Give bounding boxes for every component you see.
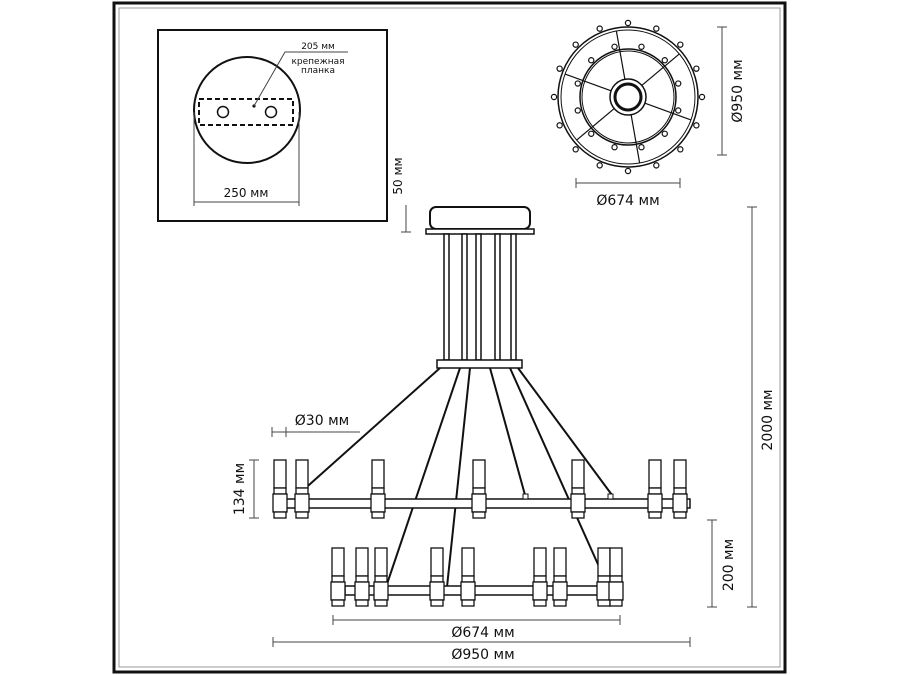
lamp [608,547,624,607]
outer-lamp-dot [677,146,684,153]
outer-lamp-dot [556,122,563,129]
lamp [429,547,445,607]
screw-hole [216,105,230,119]
canopy-circle [193,56,301,164]
upper-ring-bar [284,498,691,509]
inner-lamp-dot [611,43,618,50]
inner-lamp-dot [675,80,682,87]
screw-hole [264,105,278,119]
total-height-label: 2000 мм [760,389,776,450]
inner-lamp-dot [661,57,668,64]
spoke [641,53,680,86]
plate-size-label: 205 мм [301,42,335,52]
mounting-plate [198,98,294,126]
inner-lamp-dot [588,57,595,64]
outer-lamp-dot [572,41,579,48]
outer-lamp-dot [693,65,700,72]
plate-label-1: крепежная [291,57,344,67]
spoke [644,102,692,121]
outer-lamp-dot [556,65,563,72]
top-view: Ø950 мм Ø674 мм [550,19,746,209]
lamp [373,547,389,607]
lamp [370,459,386,519]
lamp [570,459,586,519]
lamp-diameter-label: Ø30 мм [295,413,349,429]
drawing-frame [112,1,787,674]
outer-lamp-dot [624,19,632,27]
ring-spacing-label: 200 мм [721,539,737,591]
lamp [272,459,288,519]
top-inner-diameter-label: Ø674 мм [596,193,659,209]
inner-lamp-dot [611,144,618,151]
spoke [576,108,615,141]
outer-lamp-dot [572,146,579,153]
inner-ring-diameter-label: Ø674 мм [451,625,514,641]
outer-lamp-dot [653,162,660,169]
inner-lamp-dot [638,144,645,151]
outer-lamp-dot [693,122,700,129]
inner-lamp-dot [574,107,581,114]
lamp-height-label: 134 мм [232,463,248,515]
lamp [532,547,548,607]
lamp [460,547,476,607]
canopy-diameter-label: 250 мм [224,186,269,200]
inner-lamp-dot [675,107,682,114]
lamp [647,459,663,519]
lamp [552,547,568,607]
hub-ring [436,359,523,369]
outer-lamp-dot [596,25,603,32]
outer-lamp-dot [698,93,706,101]
inner-lamp-dot [588,130,595,137]
inner-lamp-dot [661,130,668,137]
outer-ring-diameter-label: Ø950 мм [451,647,514,663]
outer-lamp-dot [653,25,660,32]
spoke [615,30,626,80]
outer-lamp-dot [550,93,558,101]
outer-lamp-dot [677,41,684,48]
canopy-height-label: 50 мм [391,157,405,194]
spoke [564,73,612,92]
lamp [294,459,310,519]
canopy [429,206,531,230]
lamp [471,459,487,519]
inner-lamp-dot [574,80,581,87]
outer-lamp-dot [624,167,632,175]
plate-label-2: планка [301,66,335,76]
inner-lamp-dot [638,43,645,50]
lamp [330,547,346,607]
outer-lamp-dot [596,162,603,169]
side-view: Ø30 мм 134 мм 2000 мм 200 мм Ø674 мм Ø95… [232,206,776,663]
top-outer-diameter-label: Ø950 мм [730,59,746,122]
lamp [672,459,688,519]
lamp [354,547,370,607]
mount-detail-inset: 205 мм крепежная планка 250 мм [157,29,388,222]
spoke [630,114,641,164]
